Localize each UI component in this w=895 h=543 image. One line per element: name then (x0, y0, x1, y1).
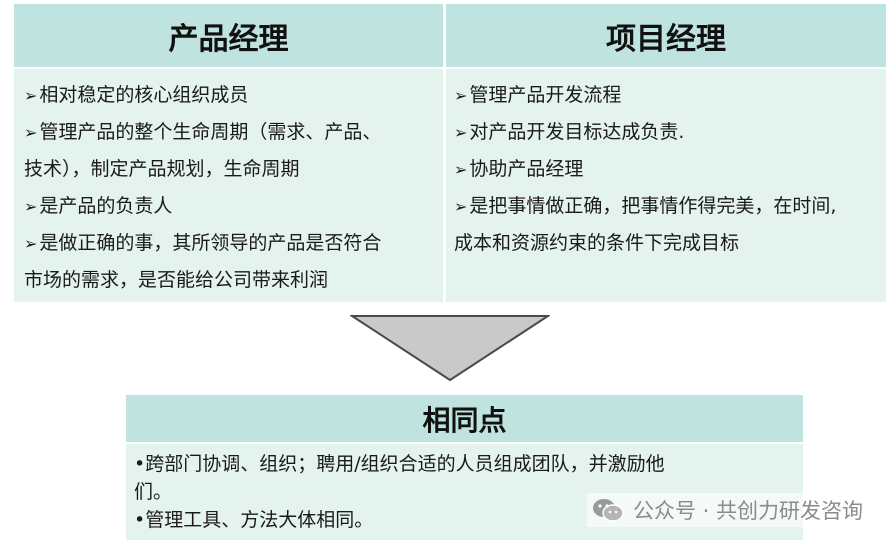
arrow-bullet-icon: ➢ (24, 197, 38, 216)
product-manager-title: 产品经理 (168, 21, 289, 57)
project-manager-box: ➢管理产品开发流程 ➢对产品开发目标达成负责. ➢协助产品经理 ➢是把事情做正确… (446, 69, 886, 302)
common-points-box: •跨部门协调、组织；聘用/组织合适的人员组成团队，并激励他 们。 •管理工具、方… (126, 444, 803, 540)
project-manager-title: 项目经理 (606, 21, 726, 57)
prj-line-1: ➢管理产品开发流程 (454, 84, 622, 106)
product-manager-header: 产品经理 (14, 4, 443, 67)
pm-line-2: ➢管理产品的整个生命周期（需求、产品、 (24, 121, 382, 143)
down-arrow-icon (348, 314, 552, 382)
pm-line-4: ➢是产品的负责人 (24, 195, 173, 217)
wechat-icon (591, 497, 625, 523)
pm-line-1: ➢相对稳定的核心组织成员 (24, 84, 249, 106)
product-manager-box: ➢相对稳定的核心组织成员 ➢管理产品的整个生命周期（需求、产品、 技术），制定产… (14, 69, 443, 302)
common-line-1: •跨部门协调、组织；聘用/组织合适的人员组成团队，并激励他 (134, 453, 665, 475)
arrow-bullet-icon: ➢ (24, 123, 38, 142)
common-line-3: •管理工具、方法大体相同。 (134, 509, 374, 531)
project-manager-header: 项目经理 (446, 4, 886, 67)
arrow-bullet-icon: ➢ (454, 160, 468, 179)
common-points-header: 相同点 (126, 395, 803, 442)
watermark: 公众号 · 共创力研发咨询 (586, 493, 867, 527)
pm-line-5: ➢是做正确的事，其所领导的产品是否符合 (24, 232, 382, 254)
arrow-bullet-icon: ➢ (24, 86, 38, 105)
pm-line-3: 技术），制定产品规划，生命周期 (24, 158, 300, 180)
prj-line-4: ➢是把事情做正确，把事情作得完美，在时间, (454, 195, 837, 217)
prj-line-5: 成本和资源约束的条件下完成目标 (454, 232, 740, 254)
common-line-2: 们。 (134, 481, 173, 503)
arrow-bullet-icon: ➢ (454, 86, 468, 105)
arrow-bullet-icon: ➢ (454, 123, 468, 142)
arrow-bullet-icon: ➢ (454, 197, 468, 216)
pm-line-6: 市场的需求，是否能给公司带来利润 (24, 269, 329, 291)
prj-line-3: ➢协助产品经理 (454, 158, 584, 180)
arrow-bullet-icon: ➢ (24, 234, 38, 253)
watermark-text: 公众号 · 共创力研发咨询 (632, 499, 863, 523)
common-points-title: 相同点 (422, 403, 507, 437)
prj-line-2: ➢对产品开发目标达成负责. (454, 121, 685, 143)
